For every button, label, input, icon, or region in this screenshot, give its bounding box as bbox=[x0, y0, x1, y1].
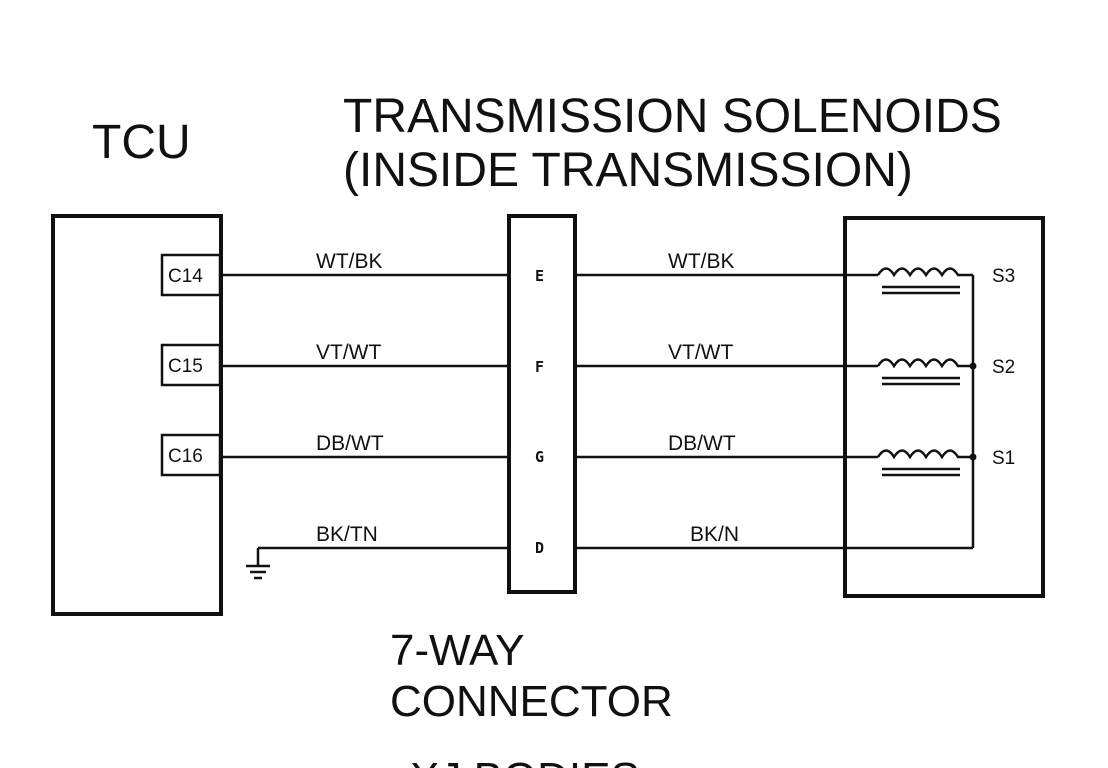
junction-dot bbox=[969, 453, 977, 461]
solenoid-label-s1: S1 bbox=[992, 448, 1015, 469]
ground-icon bbox=[246, 548, 270, 580]
solenoid-coil-icon bbox=[876, 267, 973, 295]
solenoid-box bbox=[843, 216, 1045, 598]
connector-pin-d: D bbox=[535, 539, 544, 557]
tcu-title: TCU bbox=[92, 116, 191, 169]
wire-label-right: WT/BK bbox=[668, 250, 735, 273]
wire-label-right: DB/WT bbox=[668, 432, 736, 455]
junction-dot bbox=[969, 362, 977, 370]
bodies-label: XJ BODIES bbox=[410, 754, 640, 768]
connector-subtitle: CONNECTOR bbox=[390, 677, 673, 726]
tcu-pin-label: C14 bbox=[168, 266, 203, 287]
connector-pin-g: G bbox=[535, 448, 544, 466]
solenoids-title: TRANSMISSION SOLENOIDS bbox=[343, 90, 1002, 143]
wire-label-right: BK/N bbox=[690, 523, 739, 546]
connector-box bbox=[507, 214, 577, 594]
tcu-box bbox=[51, 214, 223, 616]
tcu-pin-c15: C15 bbox=[160, 343, 222, 387]
connector-title: 7-WAY bbox=[390, 626, 524, 675]
solenoids-subtitle: (INSIDE TRANSMISSION) bbox=[343, 144, 913, 197]
solenoid-label-s2: S2 bbox=[992, 357, 1015, 378]
wire-label-left: DB/WT bbox=[316, 432, 384, 455]
connector-pin-f: F bbox=[535, 358, 544, 376]
connector-pin-e: E bbox=[535, 267, 544, 285]
wire-label-right: VT/WT bbox=[668, 341, 733, 364]
tcu-pin-c14: C14 bbox=[160, 253, 222, 297]
wire-label-left: WT/BK bbox=[316, 250, 383, 273]
solenoid-coil-icon bbox=[876, 449, 973, 477]
tcu-pin-label: C16 bbox=[168, 446, 203, 467]
solenoid-coil-icon bbox=[876, 358, 973, 386]
wire-label-left: VT/WT bbox=[316, 341, 381, 364]
tcu-pin-c16: C16 bbox=[160, 433, 222, 477]
tcu-pin-label: C15 bbox=[168, 356, 203, 377]
solenoid-label-s3: S3 bbox=[992, 266, 1015, 287]
wire-label-left: BK/TN bbox=[316, 523, 378, 546]
